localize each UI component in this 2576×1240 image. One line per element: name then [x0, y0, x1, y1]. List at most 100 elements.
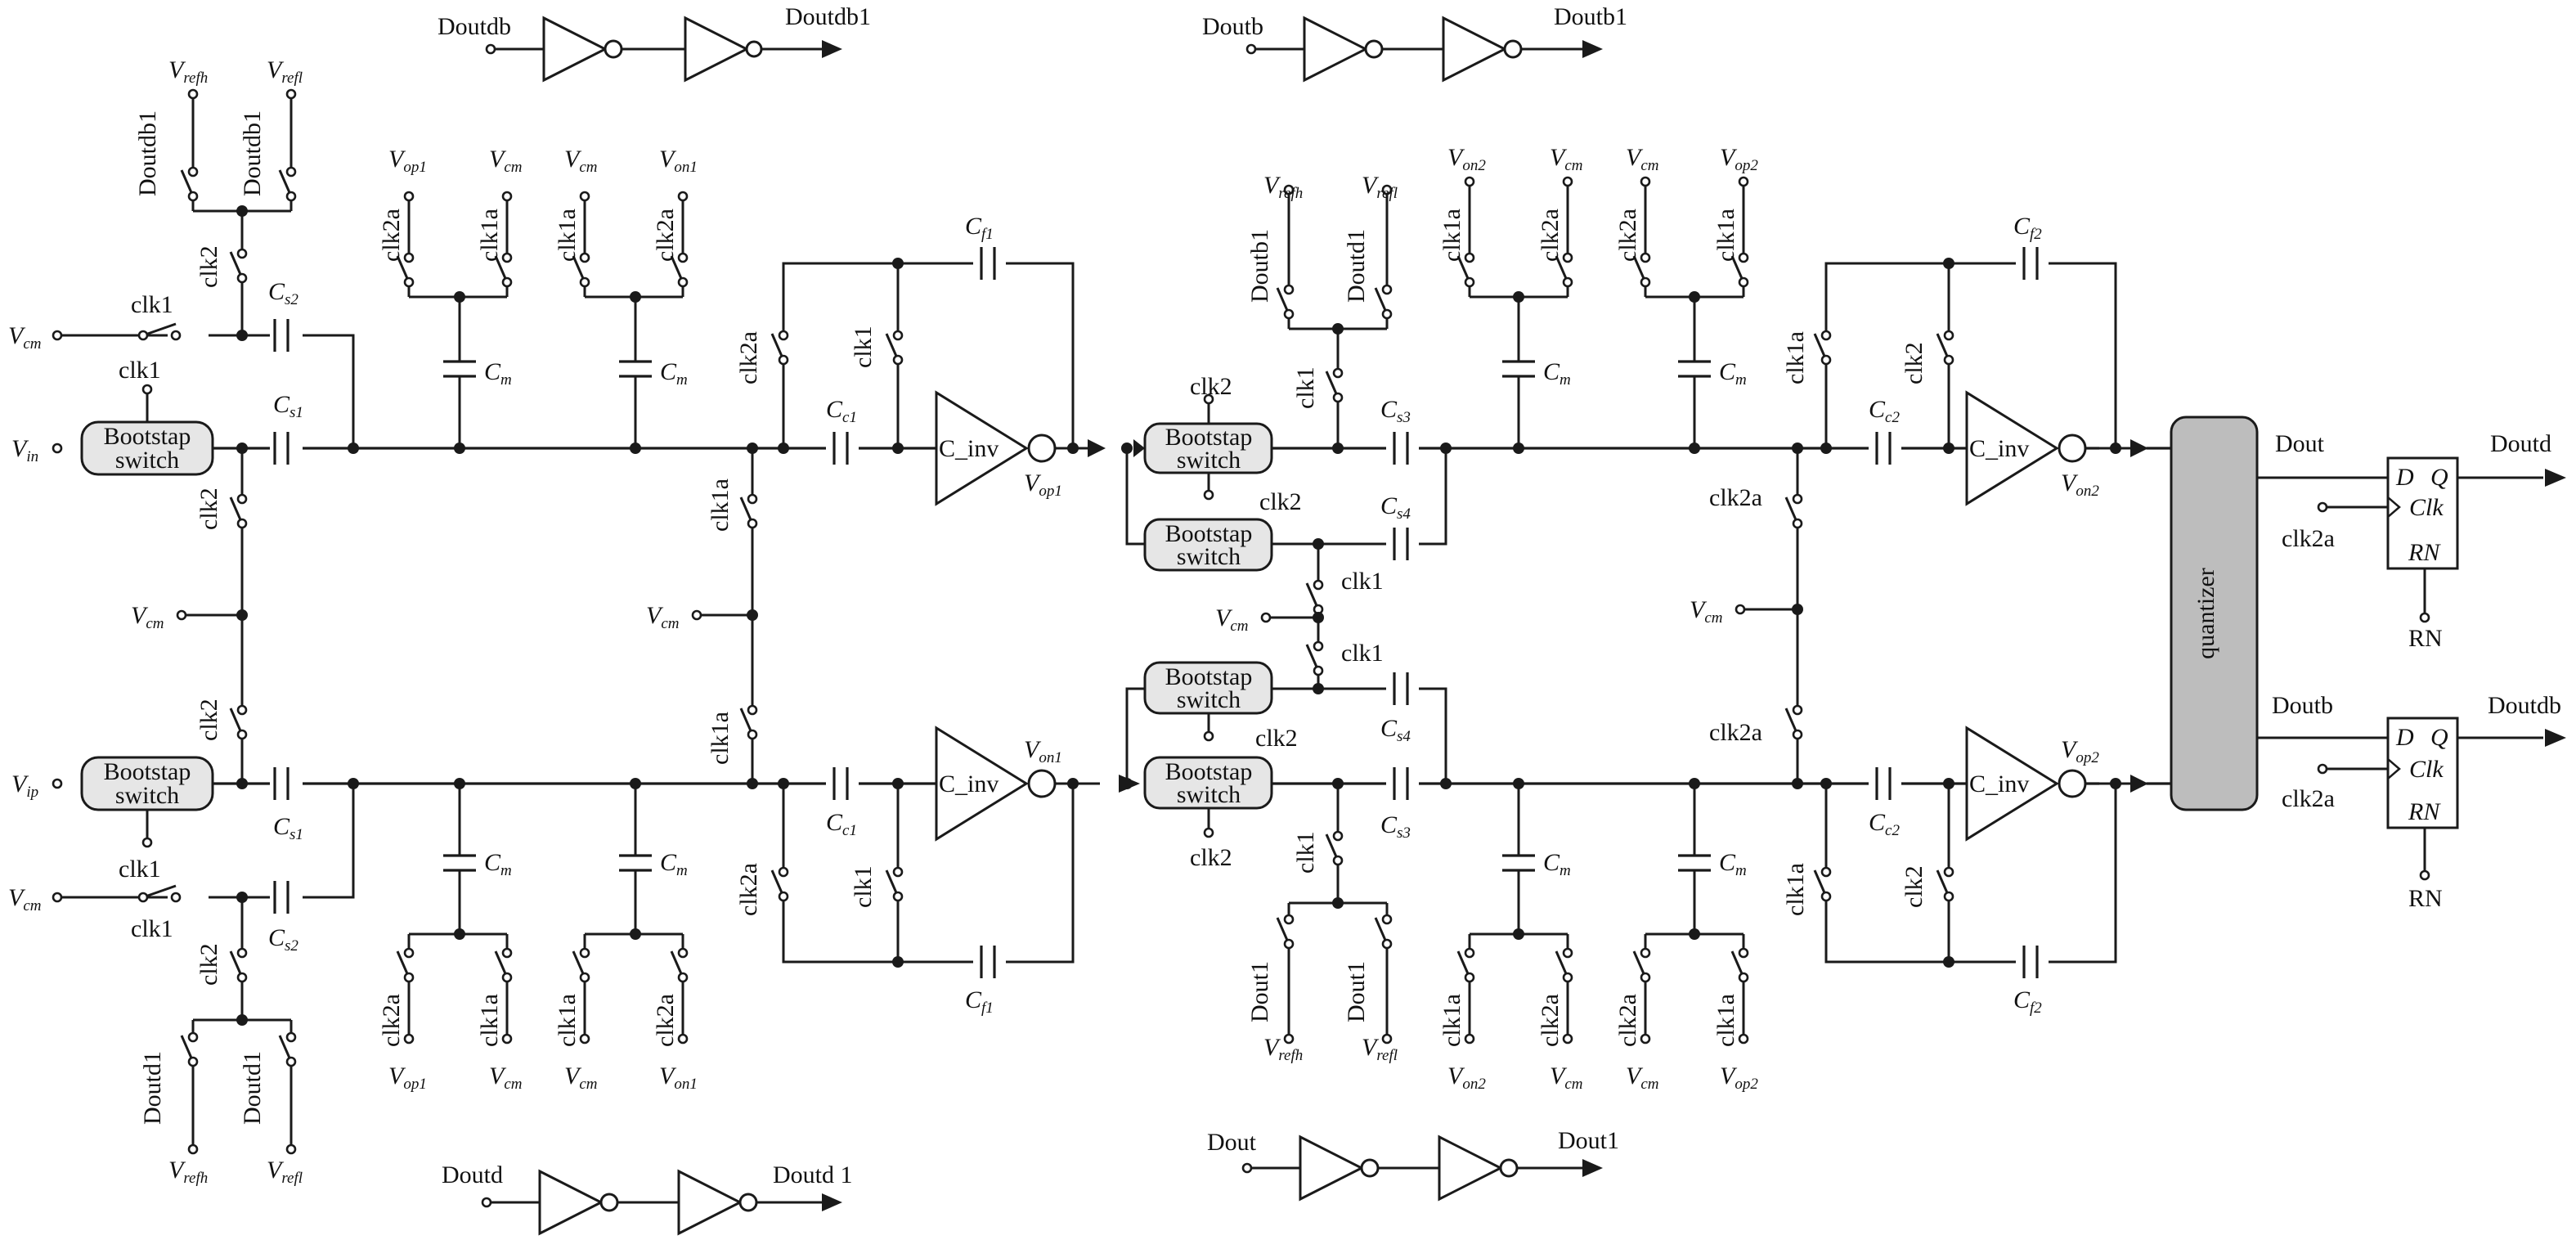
svg-text:quantizer: quantizer	[2192, 568, 2219, 659]
svg-text:clk2a: clk2a	[735, 331, 762, 384]
svg-text:Clk: Clk	[2409, 494, 2444, 521]
bootstrap-switch-vin: Bootstap switch	[80, 420, 214, 476]
svg-text:Vrefh: Vrefh	[1263, 172, 1303, 202]
buffer-dout	[1299, 1134, 1519, 1202]
svg-text:clk2a: clk2a	[652, 994, 679, 1047]
svg-text:Bootstap: Bootstap	[1165, 758, 1253, 785]
svg-text:clk1a: clk1a	[707, 712, 734, 765]
cinv-stage2-top: C_inv	[1965, 390, 2087, 506]
svg-text:clk1: clk1	[1292, 366, 1319, 409]
svg-text:Doutd 1: Doutd 1	[773, 1161, 853, 1188]
cinv-amplifiers: C_inv C_inv C_inv C_inv	[935, 390, 2099, 842]
svg-text:Doutd1: Doutd1	[1343, 229, 1370, 303]
svg-text:Vcm: Vcm	[1690, 596, 1722, 627]
svg-text:Doutb1: Doutb1	[1554, 3, 1627, 30]
quantizer-block: quantizer	[2147, 416, 2259, 811]
svg-text:clk1: clk1	[1341, 640, 1384, 667]
svg-text:clk2a: clk2a	[1537, 994, 1564, 1047]
svg-text:Vcm: Vcm	[489, 1063, 522, 1093]
svg-text:RN: RN	[2408, 798, 2441, 825]
svg-text:clk1a: clk1a	[554, 209, 581, 262]
svg-text:Vcm: Vcm	[489, 146, 522, 176]
svg-text:Vcm: Vcm	[8, 884, 41, 914]
svg-text:Clk: Clk	[2409, 756, 2444, 783]
svg-text:Vop1: Vop1	[388, 1063, 427, 1093]
svg-text:Cm: Cm	[660, 358, 688, 389]
bootstrap-switch-s3-top: Bootstap switch	[1143, 422, 1273, 474]
buffer-doutd	[538, 1169, 758, 1236]
bootstrap-switch-s4-top: Bootstap switch	[1143, 518, 1273, 572]
svg-text:Doutdb: Doutdb	[438, 13, 511, 40]
svg-text:Doutd: Doutd	[442, 1161, 503, 1188]
svg-text:Von1: Von1	[659, 1063, 698, 1093]
signal-arrows	[822, 40, 2566, 1211]
bootstrap-switch-s4-bottom: Bootstap switch	[1143, 661, 1273, 715]
svg-text:clk2: clk2	[1190, 844, 1232, 871]
svg-text:clk1a: clk1a	[476, 994, 503, 1047]
svg-text:RN: RN	[2408, 885, 2443, 912]
svg-text:Cm: Cm	[660, 849, 688, 879]
svg-text:Vrefl: Vrefl	[267, 1157, 303, 1187]
svg-text:clk1: clk1	[850, 865, 877, 908]
svg-text:switch: switch	[1177, 543, 1241, 570]
svg-text:Cm: Cm	[484, 358, 512, 389]
dff-bottom: D Q Clk RN	[2370, 717, 2459, 829]
svg-text:switch: switch	[1177, 781, 1241, 808]
svg-text:clk2a: clk2a	[378, 994, 405, 1047]
svg-text:Cf1: Cf1	[965, 986, 994, 1017]
svg-text:clk2a: clk2a	[2282, 525, 2335, 552]
svg-text:Doutb: Doutb	[1202, 13, 1263, 40]
svg-text:clk1a: clk1a	[1438, 209, 1465, 262]
svg-text:switch: switch	[115, 782, 179, 809]
svg-text:C_inv: C_inv	[939, 771, 999, 797]
svg-text:clk1: clk1	[119, 357, 161, 384]
svg-text:Dout: Dout	[2275, 430, 2325, 457]
svg-text:clk1a: clk1a	[1438, 994, 1465, 1047]
svg-text:clk2: clk2	[1901, 342, 1928, 384]
svg-text:Vop2: Vop2	[2061, 736, 2099, 766]
svg-text:Von2: Von2	[1447, 144, 1486, 174]
svg-text:Bootstap: Bootstap	[104, 423, 191, 450]
buffer-doutdb	[542, 16, 763, 83]
svg-text:clk1a: clk1a	[1712, 994, 1739, 1047]
svg-text:Doutb1: Doutb1	[1246, 229, 1273, 303]
svg-text:C_inv: C_inv	[1969, 771, 2029, 797]
svg-text:Cm: Cm	[484, 849, 512, 879]
svg-text:RN: RN	[2408, 539, 2441, 566]
svg-text:Vrefl: Vrefl	[1362, 1034, 1398, 1064]
svg-text:Cf2: Cf2	[2013, 986, 2042, 1017]
svg-text:Cf2: Cf2	[2013, 213, 2042, 243]
svg-text:Vcm: Vcm	[564, 1063, 597, 1093]
svg-text:Cs2: Cs2	[268, 924, 298, 955]
svg-text:Vip: Vip	[11, 771, 38, 801]
svg-text:clk2: clk2	[1255, 725, 1298, 752]
svg-text:clk2a: clk2a	[1537, 209, 1564, 262]
svg-text:Bootstap: Bootstap	[1165, 663, 1253, 690]
svg-text:Doutdb1: Doutdb1	[134, 110, 161, 196]
svg-text:clk2a: clk2a	[652, 209, 679, 262]
svg-text:Vcm: Vcm	[1550, 144, 1582, 174]
svg-text:clk1: clk1	[850, 326, 877, 368]
svg-text:Von2: Von2	[1447, 1063, 1486, 1093]
svg-text:Vop1: Vop1	[1024, 469, 1062, 500]
svg-text:Bootstap: Bootstap	[1165, 424, 1253, 451]
svg-text:D: D	[2395, 464, 2414, 491]
svg-text:clk2: clk2	[1901, 865, 1928, 908]
buffer-chains	[538, 16, 1523, 1236]
svg-text:clk2a: clk2a	[1709, 484, 1762, 511]
svg-text:D: D	[2395, 724, 2414, 751]
svg-text:clk2: clk2	[195, 943, 222, 986]
svg-text:Q: Q	[2430, 724, 2448, 751]
svg-text:Von1: Von1	[659, 146, 698, 176]
svg-text:switch: switch	[1177, 686, 1241, 713]
svg-text:Doutdb1: Doutdb1	[239, 110, 266, 196]
svg-text:clk1: clk1	[1292, 831, 1319, 874]
svg-text:Cm: Cm	[1543, 849, 1571, 879]
svg-text:Von2: Von2	[2061, 469, 2099, 500]
svg-text:Vrefh: Vrefh	[1263, 1034, 1303, 1064]
cinv-stage2-bottom: C_inv	[1965, 726, 2087, 842]
svg-text:clk2a: clk2a	[378, 209, 405, 262]
svg-text:Cm: Cm	[1543, 358, 1571, 389]
svg-text:Vrefh: Vrefh	[168, 1157, 208, 1187]
buffer-doutb	[1303, 16, 1523, 83]
